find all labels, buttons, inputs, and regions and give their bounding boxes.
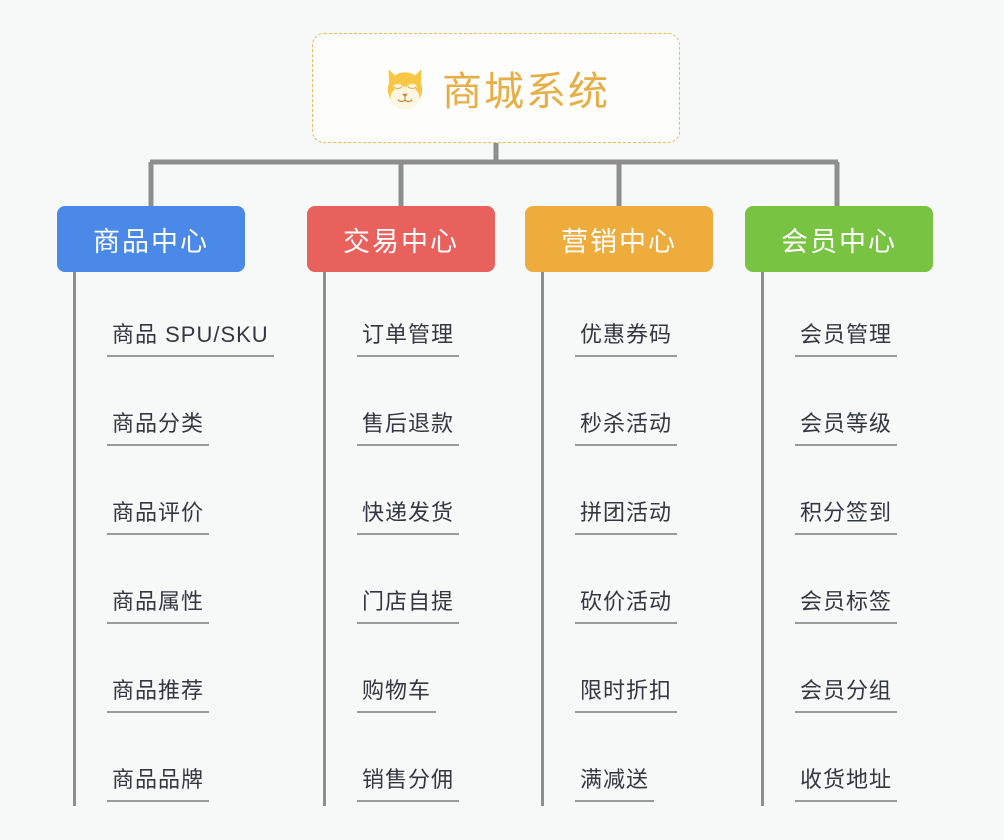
leaf-item[interactable]: 商品品牌 xyxy=(76,717,281,806)
leaf-label: 优惠券码 xyxy=(575,317,678,357)
branch-header-member[interactable]: 会员中心 xyxy=(745,206,933,272)
branch-header-label: 商品中心 xyxy=(93,226,209,257)
leaf-item[interactable]: 会员等级 xyxy=(764,361,969,450)
leaf-label: 收货地址 xyxy=(795,762,898,802)
leaf-item[interactable]: 拼团活动 xyxy=(544,450,749,539)
leaf-label: 拼团活动 xyxy=(575,495,678,535)
branch-column-member: 会员中心 会员管理 会员等级 积分签到 会员标签 会员分组 收货地址 xyxy=(745,206,969,806)
leaf-label: 商品分类 xyxy=(107,406,210,446)
leaf-label: 会员管理 xyxy=(795,317,898,357)
branch-header-product[interactable]: 商品中心 xyxy=(57,206,245,272)
leaf-item[interactable]: 订单管理 xyxy=(326,272,531,361)
branch-header-label: 交易中心 xyxy=(343,226,459,257)
leaf-label: 订单管理 xyxy=(357,317,460,357)
leaf-item[interactable]: 优惠券码 xyxy=(544,272,749,361)
leaf-list-product: 商品 SPU/SKU 商品分类 商品评价 商品属性 商品推荐 商品品牌 xyxy=(73,272,281,806)
leaf-label: 商品属性 xyxy=(107,584,210,624)
leaf-item[interactable]: 购物车 xyxy=(326,628,531,717)
shiba-dog-face-icon xyxy=(382,65,428,111)
leaf-item[interactable]: 会员管理 xyxy=(764,272,969,361)
leaf-item[interactable]: 收货地址 xyxy=(764,717,969,806)
leaf-item[interactable]: 商品分类 xyxy=(76,361,281,450)
leaf-list-marketing: 优惠券码 秒杀活动 拼团活动 砍价活动 限时折扣 满减送 xyxy=(541,272,749,806)
leaf-item[interactable]: 售后退款 xyxy=(326,361,531,450)
leaf-item[interactable]: 门店自提 xyxy=(326,539,531,628)
leaf-label: 商品品牌 xyxy=(107,762,210,802)
root-node[interactable]: 商城系统 xyxy=(312,33,680,143)
leaf-label: 砍价活动 xyxy=(575,584,678,624)
leaf-label: 会员分组 xyxy=(795,673,898,713)
leaf-item[interactable]: 限时折扣 xyxy=(544,628,749,717)
branch-column-trade: 交易中心 订单管理 售后退款 快递发货 门店自提 购物车 销售分佣 xyxy=(307,206,531,806)
leaf-label: 商品推荐 xyxy=(107,673,210,713)
leaf-label: 销售分佣 xyxy=(357,762,460,802)
leaf-label: 秒杀活动 xyxy=(575,406,678,446)
leaf-label: 购物车 xyxy=(357,673,437,713)
leaf-item[interactable]: 秒杀活动 xyxy=(544,361,749,450)
leaf-label: 快递发货 xyxy=(357,495,460,535)
leaf-label: 商品 SPU/SKU xyxy=(107,317,274,357)
branch-header-trade[interactable]: 交易中心 xyxy=(307,206,495,272)
leaf-item[interactable]: 商品属性 xyxy=(76,539,281,628)
leaf-item[interactable]: 快递发货 xyxy=(326,450,531,539)
leaf-label: 满减送 xyxy=(575,762,655,802)
leaf-item[interactable]: 商品评价 xyxy=(76,450,281,539)
leaf-label: 售后退款 xyxy=(357,406,460,446)
leaf-item[interactable]: 商品 SPU/SKU xyxy=(76,272,281,361)
leaf-list-member: 会员管理 会员等级 积分签到 会员标签 会员分组 收货地址 xyxy=(761,272,969,806)
branch-column-product: 商品中心 商品 SPU/SKU 商品分类 商品评价 商品属性 商品推荐 商品品牌 xyxy=(57,206,281,806)
root-title: 商城系统 xyxy=(442,70,610,114)
leaf-label: 会员等级 xyxy=(795,406,898,446)
branch-header-label: 营销中心 xyxy=(561,226,677,257)
leaf-label: 积分签到 xyxy=(795,495,898,535)
leaf-item[interactable]: 销售分佣 xyxy=(326,717,531,806)
leaf-item[interactable]: 会员标签 xyxy=(764,539,969,628)
branch-column-marketing: 营销中心 优惠券码 秒杀活动 拼团活动 砍价活动 限时折扣 满减送 xyxy=(525,206,749,806)
leaf-item[interactable]: 会员分组 xyxy=(764,628,969,717)
leaf-label: 会员标签 xyxy=(795,584,898,624)
leaf-item[interactable]: 积分签到 xyxy=(764,450,969,539)
leaf-item[interactable]: 砍价活动 xyxy=(544,539,749,628)
leaf-item[interactable]: 商品推荐 xyxy=(76,628,281,717)
leaf-label: 商品评价 xyxy=(107,495,210,535)
leaf-label: 限时折扣 xyxy=(575,673,678,713)
leaf-label: 门店自提 xyxy=(357,584,460,624)
branch-header-marketing[interactable]: 营销中心 xyxy=(525,206,713,272)
branch-header-label: 会员中心 xyxy=(781,226,897,257)
leaf-list-trade: 订单管理 售后退款 快递发货 门店自提 购物车 销售分佣 xyxy=(323,272,531,806)
leaf-item[interactable]: 满减送 xyxy=(544,717,749,806)
